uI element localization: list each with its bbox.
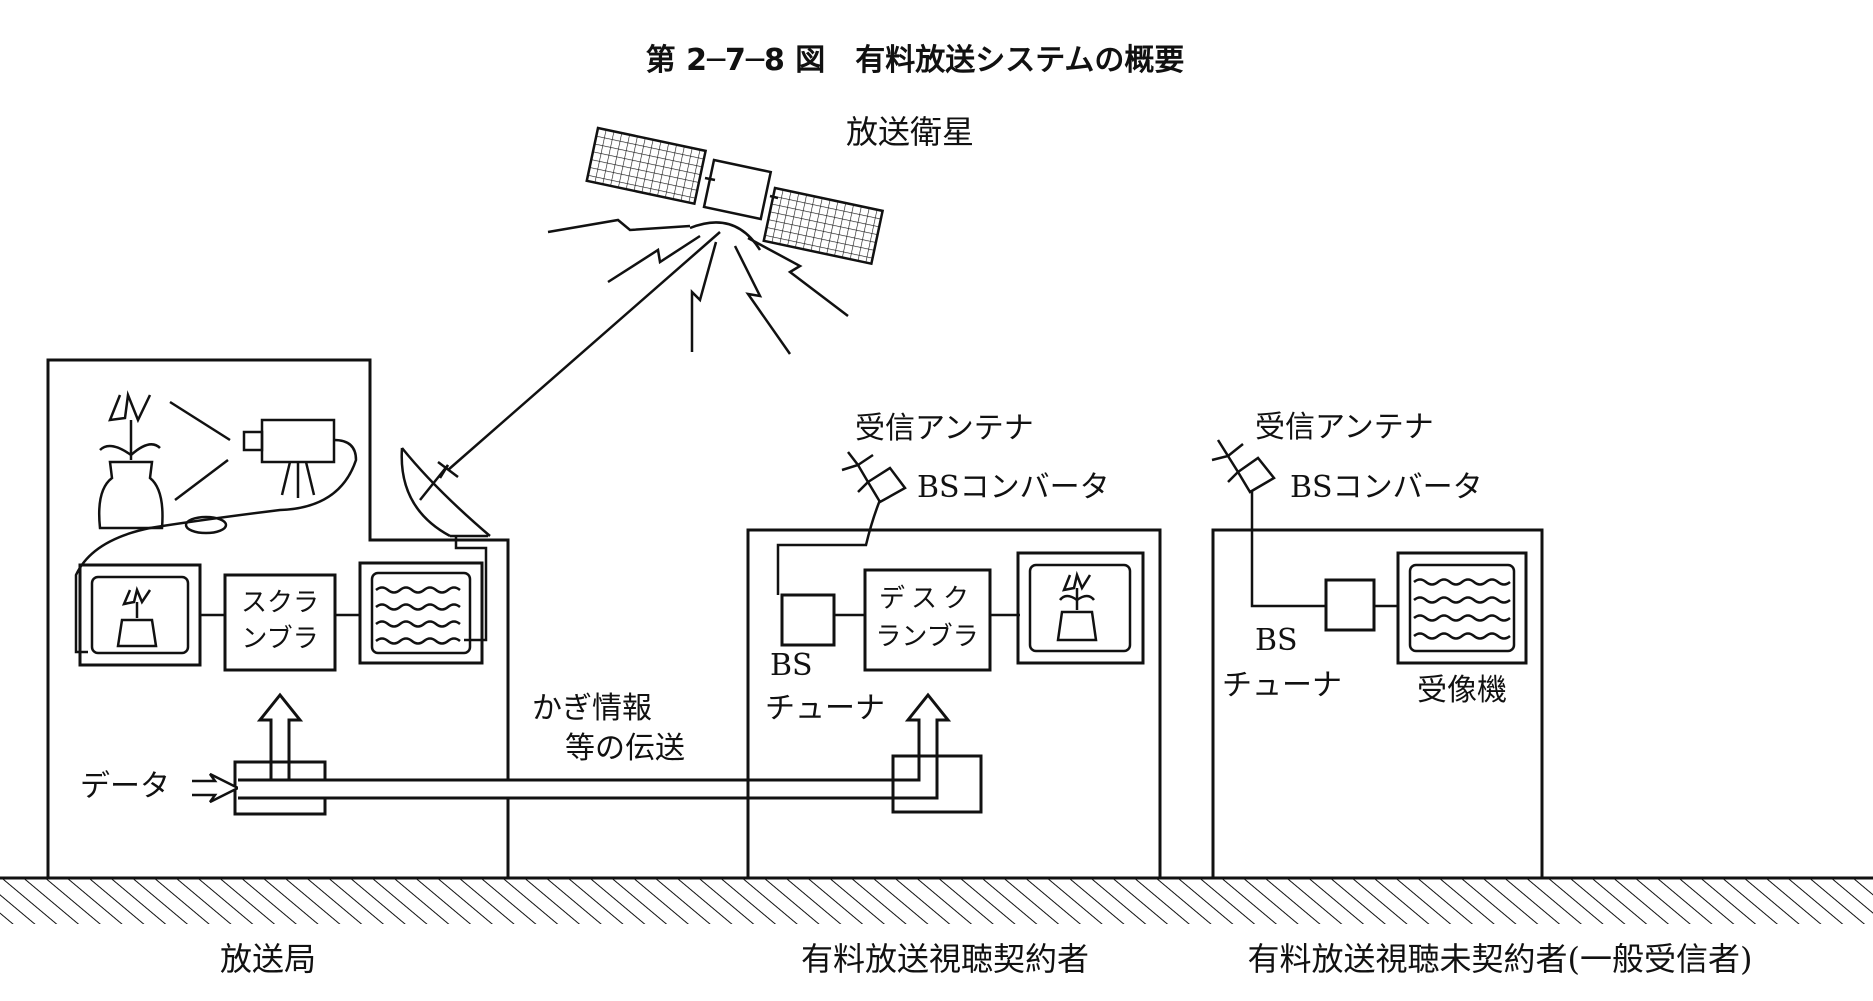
subscriber-tuner-box: [780, 593, 836, 647]
non-subscriber-converter-label: BSコンバータ: [1290, 470, 1483, 505]
data-label: データ: [80, 769, 170, 804]
broadcast-station: [46, 358, 510, 878]
descrambler-box: [863, 568, 992, 672]
subscriber-monitor-flower: [1016, 551, 1145, 665]
descrambler-label-1: デスク: [879, 584, 975, 614]
camera-icon: [74, 400, 358, 654]
ground-hatch: [0, 878, 1873, 924]
station-monitor-flower: [78, 563, 202, 667]
subscriber-label: 有料放送視聴契約者: [801, 940, 1089, 978]
non-subscriber-tuner-label-1: BS: [1255, 623, 1298, 658]
non-subscriber-tuner-label-2: チューナ: [1222, 668, 1342, 703]
non-subscriber-house: [1211, 528, 1544, 878]
station-monitor-scrambled: [358, 561, 484, 665]
key-info-label-2: 等の伝送: [565, 731, 685, 766]
non-subscriber-antenna-icon: [1211, 439, 1326, 608]
satellite-icon: [547, 126, 885, 355]
station-dish-icon: [400, 447, 491, 642]
station-label: 放送局: [220, 940, 316, 978]
key-transmission-pipe: [238, 692, 952, 800]
non-subscriber-label: 有料放送視聴未契約者(一般受信者): [1248, 940, 1753, 978]
non-subscriber-tuner-box: [1324, 578, 1376, 632]
figure-title: 第 2─7─8 図 有料放送システムの概要: [646, 43, 1185, 78]
scrambler-label-2: ンブラ: [241, 624, 318, 654]
subscriber-converter-label: BSコンバータ: [917, 470, 1110, 505]
subscriber-house: [746, 528, 1162, 878]
subscriber-antenna-icon: [776, 451, 907, 595]
subscriber-tuner-label-2: チューナ: [765, 691, 885, 726]
uplink-tick: [437, 461, 459, 478]
non-subscriber-antenna-label: 受信アンテナ: [1255, 410, 1434, 445]
subscriber-key-box: [891, 754, 983, 814]
subscriber-tuner-label-1: BS: [770, 648, 813, 683]
data-input-arrow: [192, 772, 241, 804]
scrambler-box: [223, 573, 337, 672]
key-info-label-1: かぎ情報: [532, 691, 652, 726]
receiver-label: 受像機: [1417, 673, 1507, 708]
receiver-monitor-scrambled: [1396, 551, 1528, 665]
flower-vase-icon: [98, 390, 164, 530]
descrambler-label-2: ランブラ: [875, 622, 978, 652]
satellite-label: 放送衛星: [846, 113, 974, 151]
scrambler-up-arrow: [256, 692, 304, 780]
subscriber-antenna-label: 受信アンテナ: [855, 411, 1034, 446]
uplink-line: [447, 231, 721, 471]
scrambler-label-1: スクラ: [241, 588, 319, 618]
